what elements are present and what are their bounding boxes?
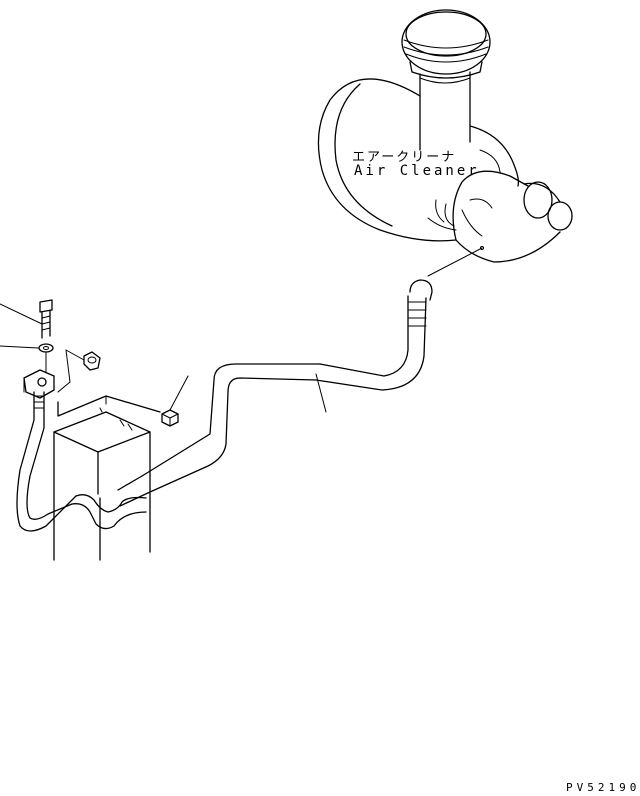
hose-clamp	[23, 369, 55, 399]
air-cleaner-outlet	[452, 170, 573, 263]
drawing-code: PV52190	[566, 781, 640, 794]
breather-hose	[117, 279, 433, 507]
pre-cleaner-cap	[401, 9, 491, 79]
bolt	[0, 299, 53, 339]
air-cleaner-label-jp: エアークリーナ	[352, 150, 457, 165]
washer	[0, 343, 54, 373]
plug-cap	[57, 349, 101, 393]
leader-line-outlet	[427, 246, 484, 277]
air-cleaner-label-en: Air Cleaner	[354, 163, 480, 179]
radiator-tank	[53, 395, 161, 561]
nut	[161, 375, 189, 427]
air-cleaner	[317, 9, 573, 263]
air-cleaner-stack	[419, 71, 471, 151]
